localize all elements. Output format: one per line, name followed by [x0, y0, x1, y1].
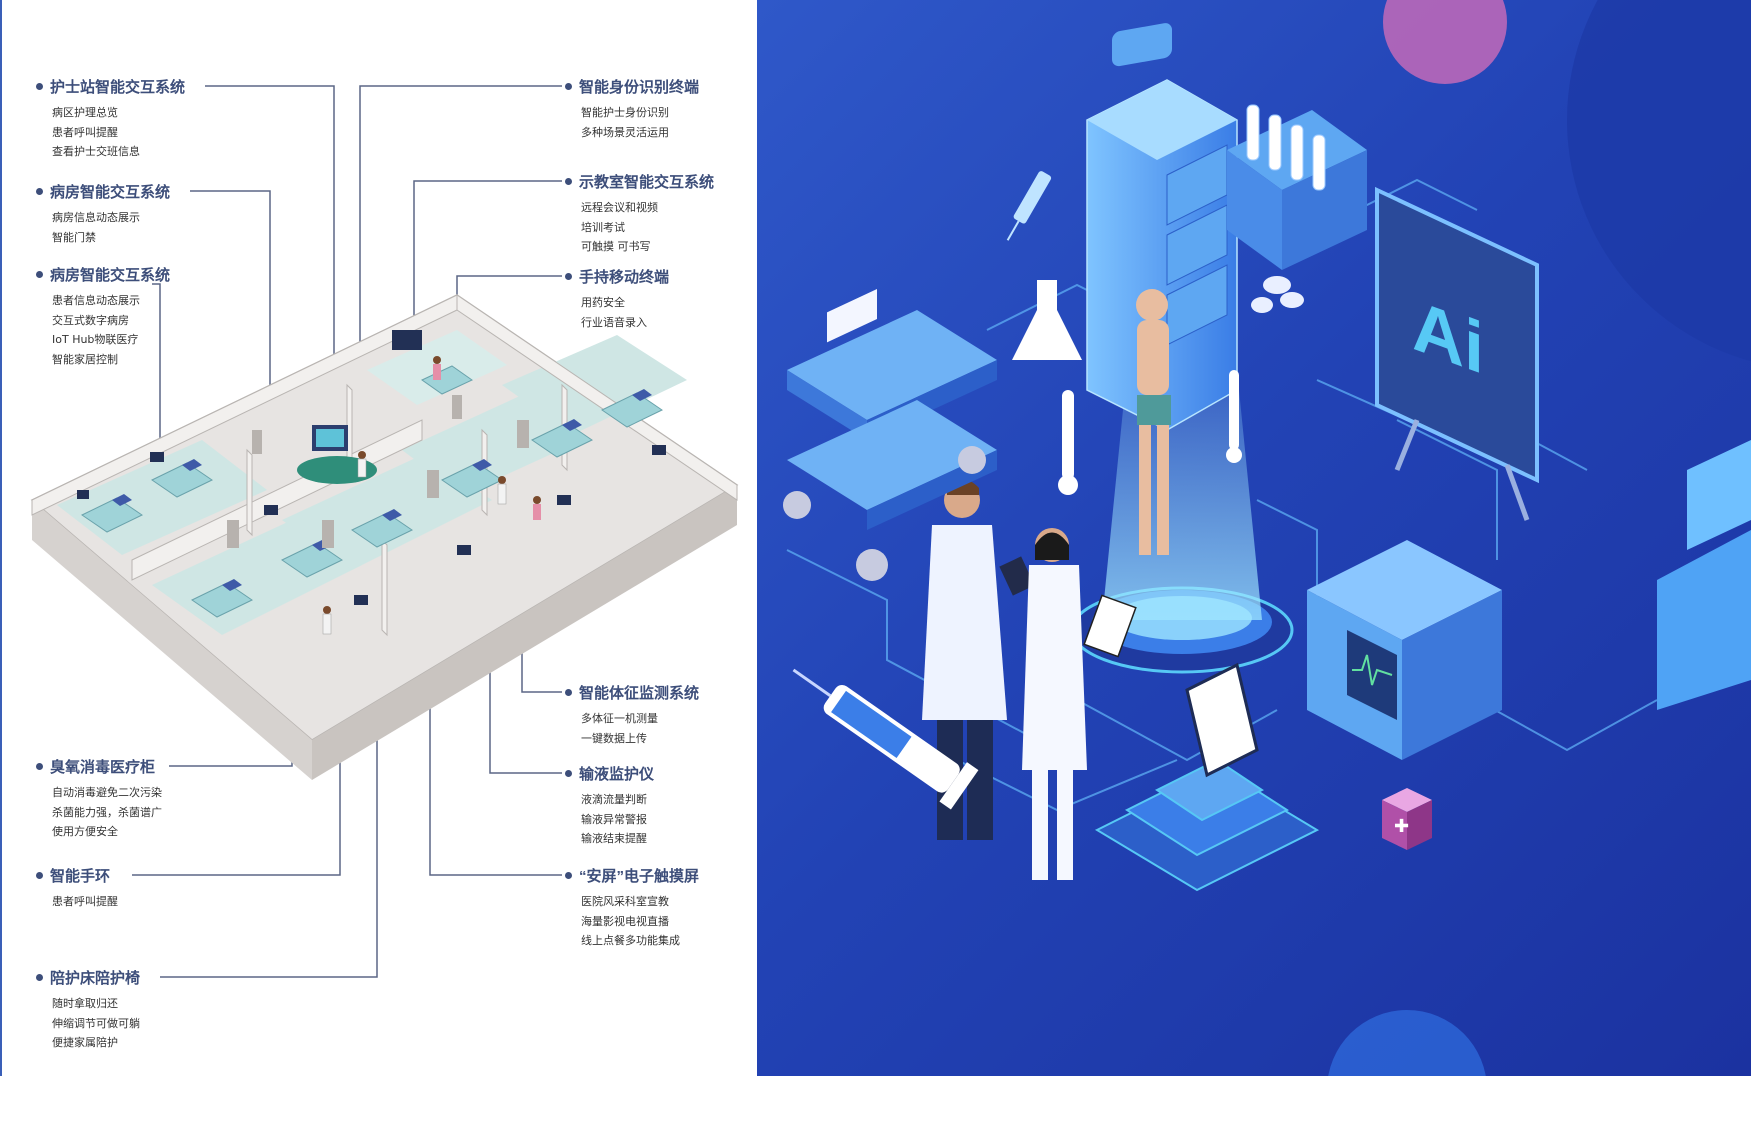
callout-item: 查看护士交班信息	[52, 145, 140, 158]
callout-teaching-room: 示教室智能交互系统 远程会议和视频 培训考试 可触摸 可书写	[565, 171, 714, 257]
callout-item: 输液异常警报	[581, 812, 647, 826]
callout-ozone-cabinet: 臭氧消毒医疗柜 自动消毒避免二次污染 杀菌能力强，杀菌谱广 使用方便安全	[36, 756, 162, 842]
doctor-female-figure	[1022, 528, 1137, 880]
callout-item: 病区护理总览	[52, 106, 118, 119]
laptop-stack	[1094, 662, 1320, 892]
bullet-icon	[36, 974, 43, 981]
syringe-small-icon	[1006, 171, 1052, 241]
callout-item: IoT Hub物联医疗	[52, 333, 139, 346]
patient-figure	[1136, 289, 1171, 555]
decor-circle	[1383, 0, 1507, 84]
callout-nurse-station: 护士站智能交互系统 病区护理总览 患者呼叫提醒 查看护士交班信息	[36, 76, 185, 162]
callout-item: 线上点餐多功能集成	[581, 934, 680, 947]
callout-title: 智能身份识别终端	[579, 79, 700, 96]
callout-title: 臭氧消毒医疗柜	[50, 759, 156, 776]
bullet-icon	[36, 763, 43, 770]
test-tube-rack	[1227, 104, 1367, 270]
callout-item: 远程会议和视频	[581, 201, 658, 214]
callout-item: 行业语音录入	[581, 315, 647, 329]
callout-title: 智能手环	[50, 868, 111, 885]
callout-item: 多体征一机测量	[581, 712, 658, 725]
callout-smart-bracelet: 智能手环 患者呼叫提醒	[36, 865, 118, 912]
callout-item: 用药安全	[581, 296, 625, 309]
callout-identity-terminal: 智能身份识别终端 智能护士身份识别 多种场景灵活运用	[565, 76, 699, 142]
callout-title: 护士站智能交互系统	[50, 79, 186, 96]
callout-title: 病房智能交互系统	[50, 267, 171, 284]
callout-item: 液滴流量判断	[581, 793, 647, 806]
bullet-icon	[565, 178, 572, 185]
ecg-monitor	[1307, 540, 1502, 760]
callout-item: 智能家居控制	[52, 352, 118, 366]
callout-title: 智能体征监测系统	[579, 685, 700, 702]
callout-title: 陪护床陪护椅	[50, 970, 141, 987]
callout-item: 智能护士身份识别	[581, 106, 669, 119]
bullet-icon	[36, 83, 43, 90]
callout-item: 输液结束提醒	[581, 832, 647, 845]
bullet-icon	[565, 872, 572, 879]
callout-item: 随时拿取归还	[52, 997, 118, 1010]
decor-circle	[1328, 1010, 1486, 1076]
thermometer-icon	[1058, 370, 1242, 495]
callout-item: 杀菌能力强，杀菌谱广	[52, 805, 162, 819]
medical-cart	[783, 289, 997, 581]
ai-monitor-board: Ai	[1375, 186, 1539, 521]
bullet-icon	[36, 872, 43, 879]
callout-title: 病房智能交互系统	[50, 184, 171, 201]
bullet-icon	[565, 689, 572, 696]
bullet-icon	[565, 770, 572, 777]
callout-title: “安屏”电子触摸屏	[579, 868, 700, 885]
callout-title: 手持移动终端	[579, 269, 670, 286]
callout-title: 输液监护仪	[579, 766, 655, 783]
flask-icon	[1012, 280, 1082, 360]
bullet-icon	[36, 188, 43, 195]
syringe-icon	[792, 668, 979, 810]
callout-title: 示教室智能交互系统	[579, 174, 715, 191]
callout-vital-signs: 智能体征监测系统 多体征一机测量 一键数据上传	[565, 682, 699, 748]
callout-item: 一键数据上传	[581, 731, 647, 745]
callout-touch-screen: “安屏”电子触摸屏 医院风采科室宣教 海量影视电视直播 线上点餐多功能集成	[565, 865, 699, 951]
callout-item: 交互式数字病房	[52, 313, 129, 327]
callout-item: 医院风采科室宣教	[581, 895, 669, 908]
callout-item: 自动消毒避免二次污染	[52, 786, 162, 799]
bullet-icon	[565, 273, 572, 280]
left-panel-floorplan: 护士站智能交互系统 病区护理总览 患者呼叫提醒 查看护士交班信息 病房智能交互系…	[0, 0, 756, 1076]
callout-companion-bed: 陪护床陪护椅 随时拿取归还 伸缩调节可做可躺 便捷家属陪护	[36, 967, 140, 1053]
medical-cross-icon: ✚	[1382, 788, 1432, 850]
decor-circle	[1567, 0, 1751, 362]
ai-medical-illustration: Ai	[783, 0, 1751, 1076]
floorplan-illustration	[30, 294, 739, 780]
callout-item: 患者呼叫提醒	[52, 125, 118, 139]
callout-ward-system-2: 病房智能交互系统 患者信息动态展示 交互式数字病房 IoT Hub物联医疗 智能…	[36, 264, 170, 369]
svg-text:✚: ✚	[1394, 816, 1409, 837]
callout-item: 病房信息动态展示	[52, 211, 140, 224]
bullet-icon	[36, 271, 43, 278]
microscope-icon	[1657, 440, 1751, 710]
bullet-icon	[565, 83, 572, 90]
callout-item: 海量影视电视直播	[581, 914, 669, 928]
callout-item: 培训考试	[581, 220, 625, 234]
callout-item: 多种场景灵活运用	[581, 125, 669, 139]
callout-item: 患者信息动态展示	[52, 294, 140, 307]
pills-icon	[1251, 276, 1304, 313]
right-panel-illustration: Ai	[757, 0, 1751, 1076]
callout-handheld-terminal: 手持移动终端 用药安全 行业语音录入	[565, 266, 669, 332]
callout-item: 伸缩调节可做可躺	[52, 1016, 140, 1030]
callout-item: 使用方便安全	[52, 825, 118, 838]
callout-item: 可触摸 可书写	[581, 240, 651, 253]
callout-item: 患者呼叫提醒	[52, 895, 118, 908]
callout-item: 智能门禁	[52, 230, 96, 244]
callout-infusion-monitor: 输液监护仪 液滴流量判断 输液异常警报 输液结束提醒	[565, 763, 654, 849]
callout-ward-system-1: 病房智能交互系统 病房信息动态展示 智能门禁	[36, 181, 170, 247]
callout-item: 便捷家属陪护	[52, 1036, 118, 1049]
